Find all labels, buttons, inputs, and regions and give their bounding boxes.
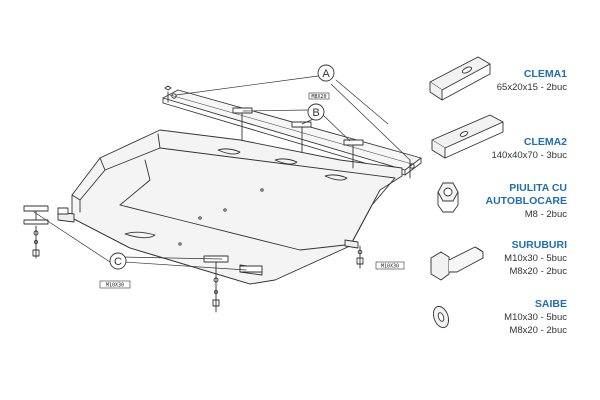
legend-clema1: CLEMA1 65x20x15 - 2buc bbox=[497, 68, 567, 93]
bracket-small-icon bbox=[429, 56, 491, 101]
svg-text:B: B bbox=[312, 107, 319, 119]
svg-text:M10X30: M10X30 bbox=[381, 264, 399, 270]
left-fasteners bbox=[23, 205, 69, 259]
svg-text:M8x20 - 2buc: M8x20 - 2buc bbox=[509, 266, 567, 277]
locknut-icon bbox=[437, 182, 459, 213]
svg-text:CLEMA2: CLEMA2 bbox=[524, 136, 567, 148]
callout-leaders bbox=[33, 75, 411, 271]
svg-text:M10X30: M10X30 bbox=[106, 283, 124, 289]
svg-text:A: A bbox=[322, 68, 330, 80]
svg-text:SURUBURI: SURUBURI bbox=[512, 239, 568, 251]
legend-saibe: SAIBE M10x30 - 5buc M8x20 - 2buc bbox=[504, 298, 567, 336]
svg-text:CLEMA1: CLEMA1 bbox=[524, 68, 567, 80]
right-fastener bbox=[356, 245, 364, 269]
svg-text:65x20x15 - 2buc: 65x20x15 - 2buc bbox=[497, 82, 567, 93]
washer-icon bbox=[432, 305, 450, 329]
svg-text:PIULITA CU: PIULITA CU bbox=[509, 182, 567, 194]
skid-plate-body bbox=[57, 129, 403, 285]
svg-text:M10x30 - 5buc: M10x30 - 5buc bbox=[504, 312, 567, 323]
clema2-placed bbox=[232, 107, 364, 169]
upper-mount-bar bbox=[162, 85, 422, 179]
svg-text:140x40x70 - 3buc: 140x40x70 - 3buc bbox=[491, 150, 567, 161]
svg-text:AUTOBLOCARE: AUTOBLOCARE bbox=[486, 195, 567, 207]
callout-b: B bbox=[307, 103, 325, 121]
legend-piulita: PIULITA CU AUTOBLOCARE M8 - 2buc bbox=[486, 182, 568, 220]
svg-text:M8 - 2buc: M8 - 2buc bbox=[525, 209, 567, 220]
bracket-large-icon bbox=[431, 114, 504, 159]
bolt-icon bbox=[430, 246, 484, 281]
legend-clema2: CLEMA2 140x40x70 - 3buc bbox=[491, 136, 567, 161]
bolt-tag-left: M10X30 bbox=[99, 280, 131, 289]
bolt-tag-right: M10X30 bbox=[375, 261, 405, 270]
callout-c: C bbox=[109, 252, 127, 270]
svg-text:M8x20 - 2buc: M8x20 - 2buc bbox=[509, 325, 567, 336]
svg-text:SAIBE: SAIBE bbox=[535, 298, 567, 310]
svg-text:M10x30 - 5buc: M10x30 - 5buc bbox=[504, 253, 567, 264]
legend-suruburi: SURUBURI M10x30 - 5buc M8x20 - 2buc bbox=[504, 239, 567, 277]
svg-text:C: C bbox=[114, 256, 122, 268]
callout-a: A bbox=[317, 64, 335, 82]
svg-text:M8X20: M8X20 bbox=[311, 94, 326, 100]
bolt-tag-upper: M8X20 bbox=[308, 92, 330, 100]
